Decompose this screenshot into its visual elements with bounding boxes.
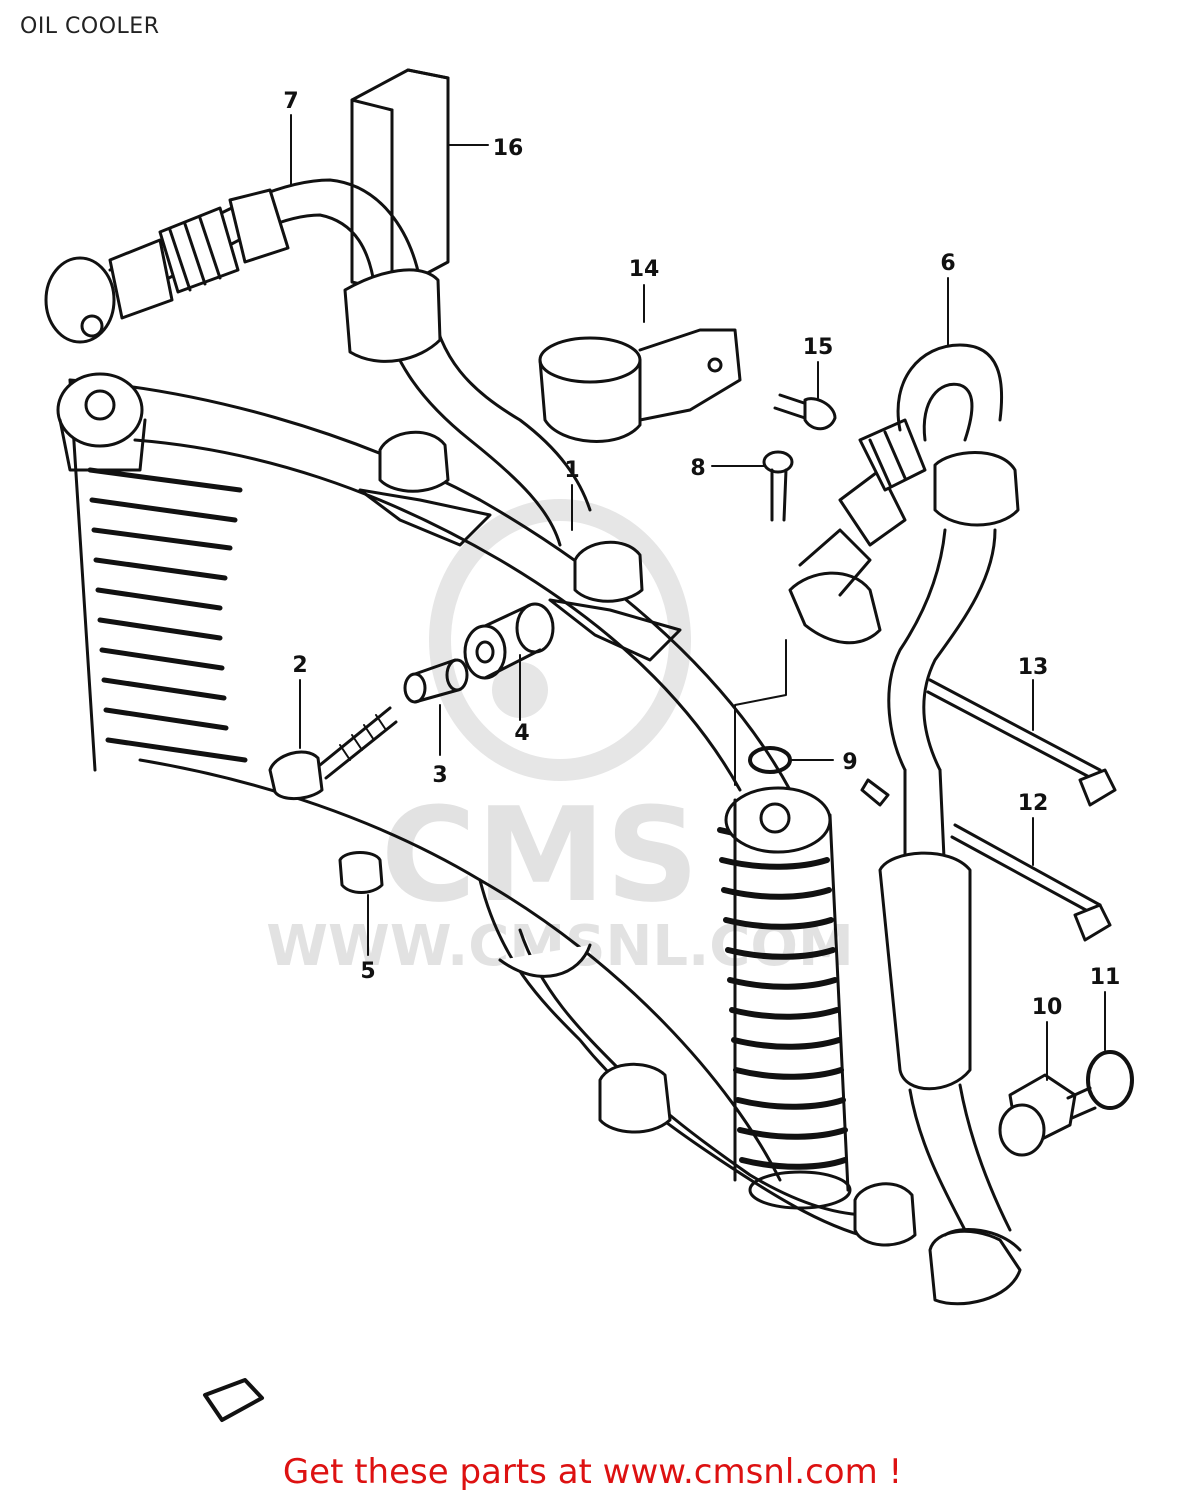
o-ring-9: [748, 746, 792, 774]
callout-12: 12: [1018, 791, 1049, 816]
callout-3: 3: [432, 763, 447, 788]
page-title: OIL COOLER: [20, 14, 160, 39]
leader-lines: [290, 114, 1106, 1081]
pad-16: [350, 68, 450, 294]
cable-tie-13: [926, 678, 1117, 807]
callout-1: 1: [564, 458, 579, 483]
callout-labels: 7 16 14 6 15 8 1 2 4 3 9 5 13 12 10 11: [283, 89, 1120, 1020]
outlet-hose-6: [788, 343, 1022, 1306]
upper-hose-7: [44, 178, 592, 547]
callout-9: 9: [842, 750, 857, 775]
grommet-4: [463, 602, 555, 680]
lower-oil-pipe: [478, 878, 917, 1247]
callout-5: 5: [360, 959, 375, 984]
callout-2: 2: [292, 653, 307, 678]
callout-10: 10: [1032, 995, 1063, 1020]
bolt-8: [762, 450, 794, 522]
bracket-14: [538, 328, 742, 443]
callout-6: 6: [940, 251, 955, 276]
callout-13: 13: [1018, 655, 1049, 680]
footer-shop-link[interactable]: Get these parts at www.cmsnl.com !: [282, 1452, 903, 1492]
cmsnl-watermark: CMS WWW.CMSNL.COM: [266, 499, 854, 979]
clip-5: [338, 851, 384, 894]
oil-cooler-core-1: [56, 372, 852, 1210]
callout-7: 7: [283, 89, 298, 114]
bolt-15: [773, 393, 837, 431]
core-clamp-upper: [358, 430, 492, 547]
callout-11: 11: [1090, 965, 1121, 990]
watermark-brand: CMS: [381, 779, 699, 931]
callout-16: 16: [493, 136, 524, 161]
washer-11: [1086, 1050, 1134, 1110]
collar-3: [403, 658, 469, 704]
core-clamp-lower: [548, 540, 682, 662]
loose-clip: [203, 1378, 264, 1422]
callout-4: 4: [514, 721, 529, 746]
callout-8: 8: [690, 456, 705, 481]
callout-15: 15: [803, 335, 834, 360]
drain-bolt-10: [998, 1073, 1097, 1157]
cable-tie-12: [950, 823, 1112, 942]
small-fastener: [860, 778, 890, 807]
bolt-2: [268, 706, 398, 800]
callout-14: 14: [629, 257, 660, 282]
